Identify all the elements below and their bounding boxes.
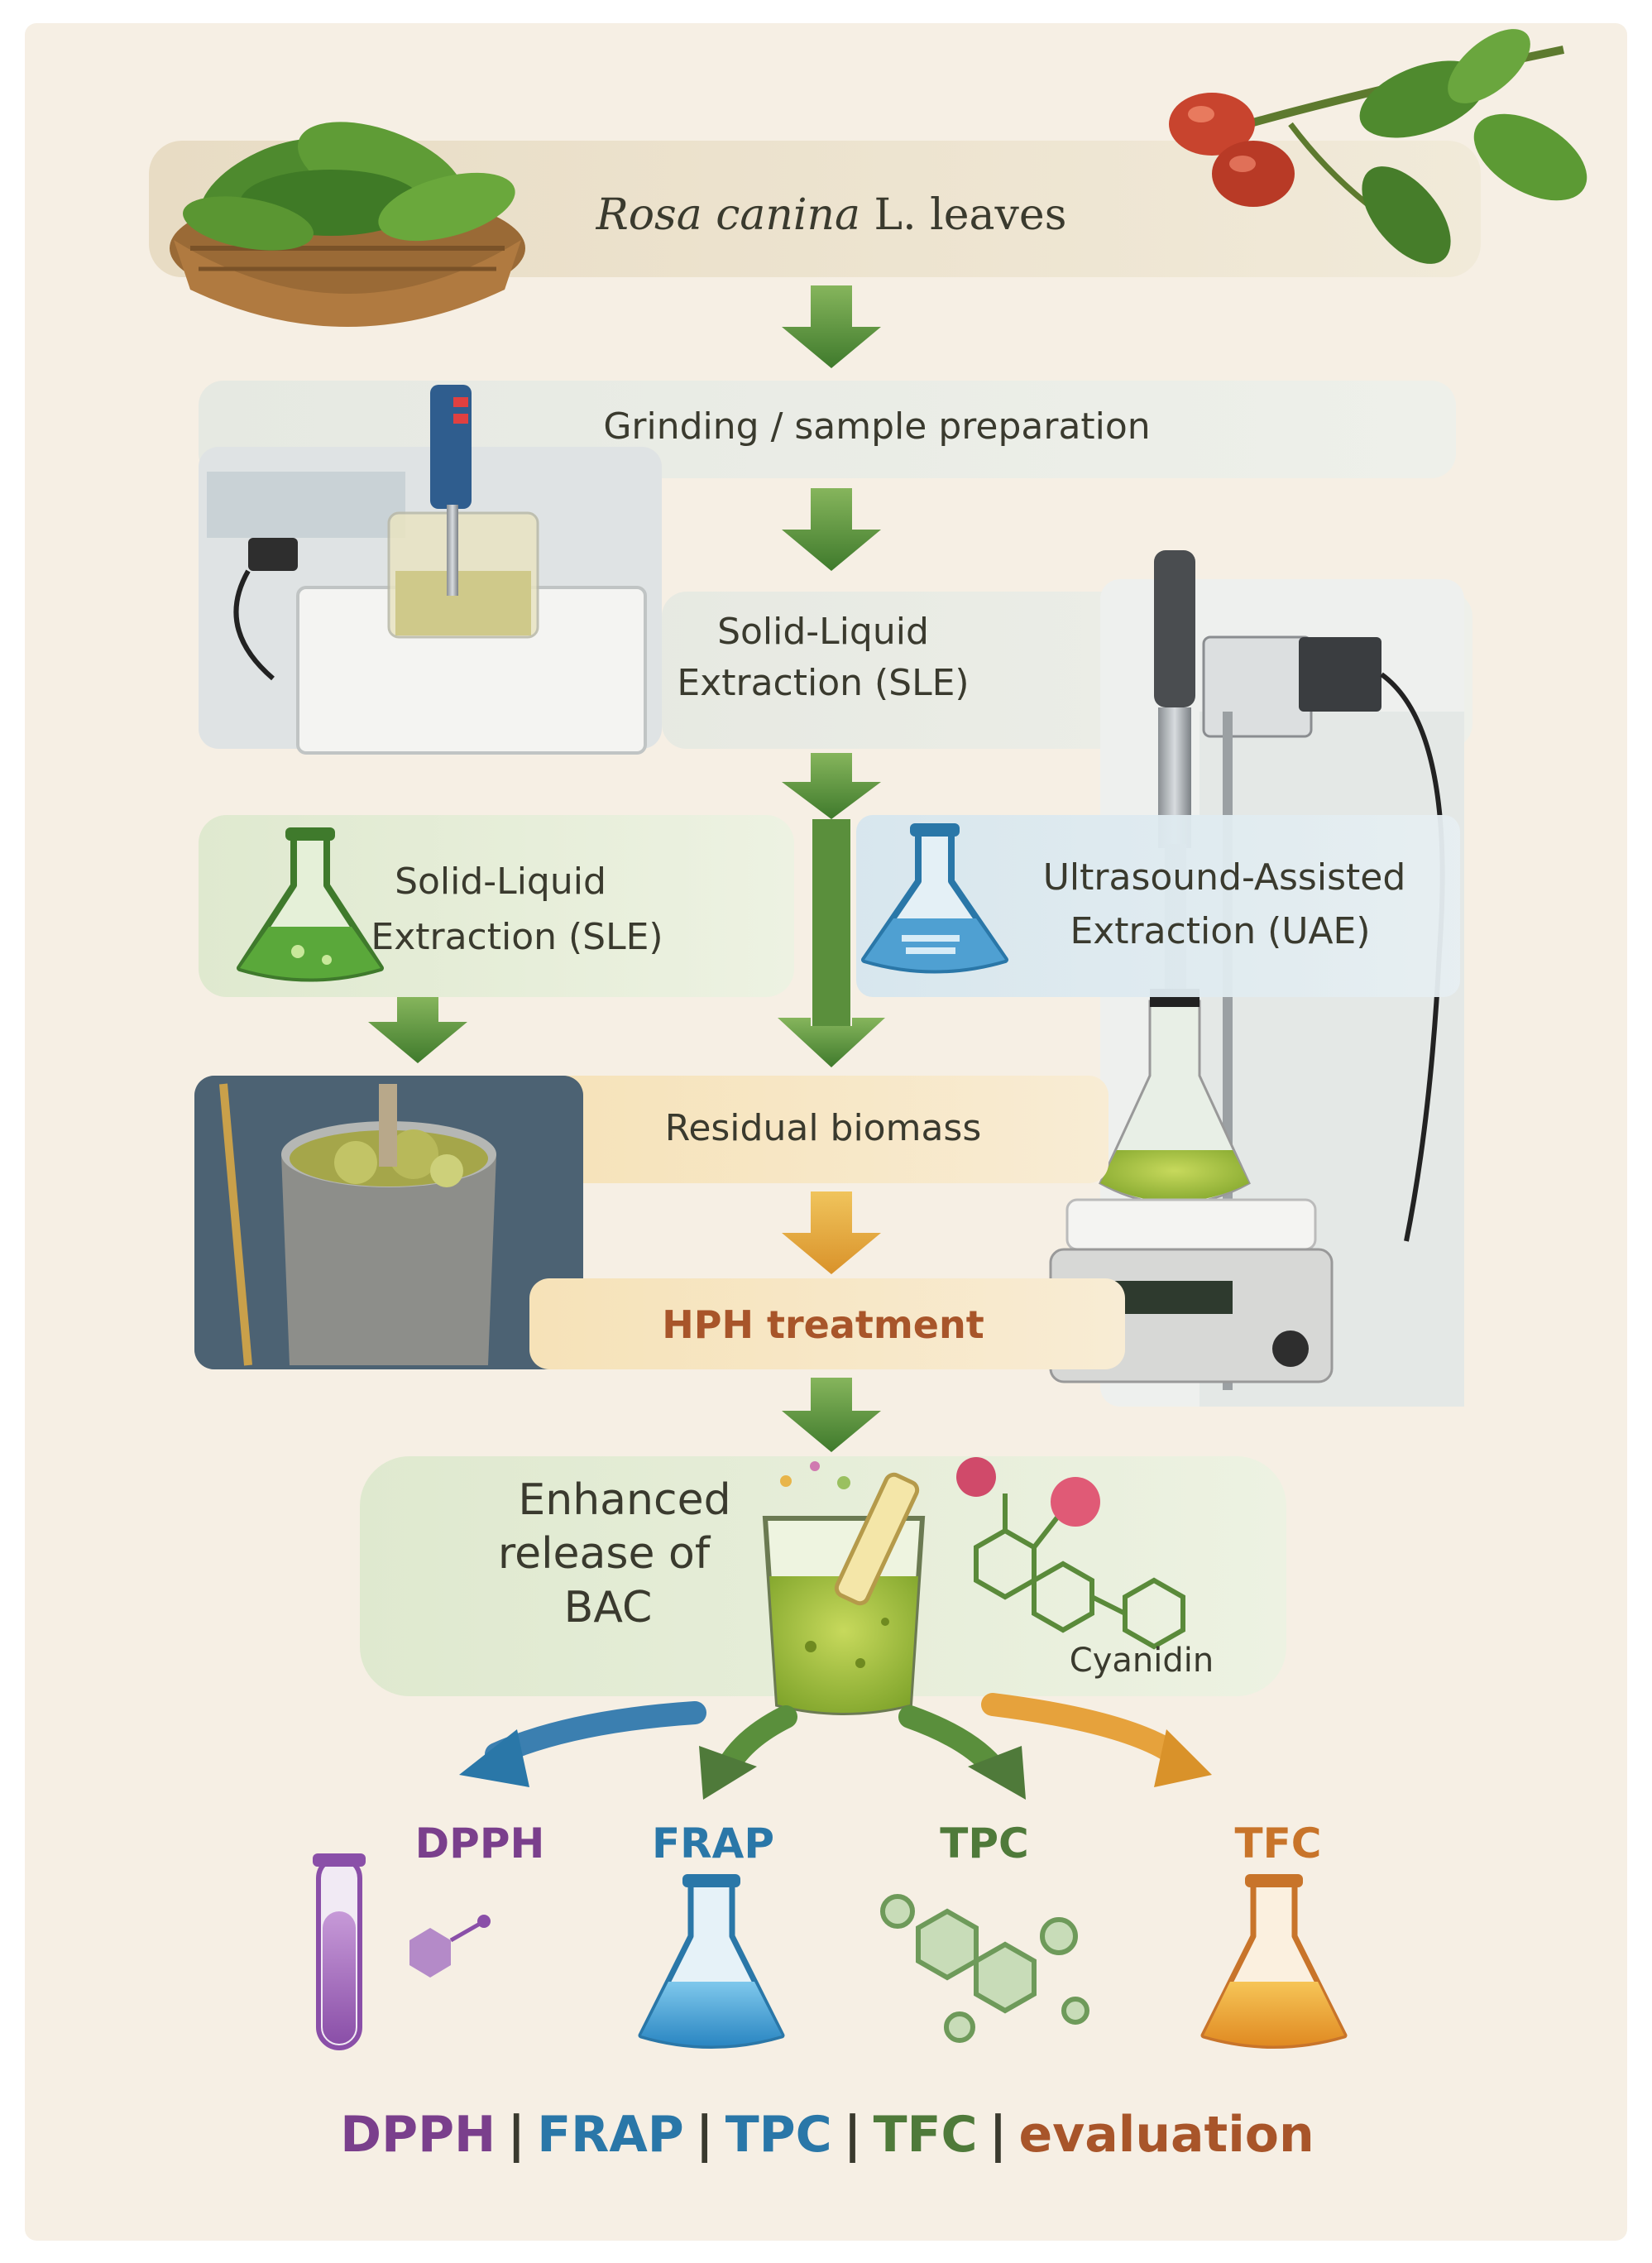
assay-label: TFC: [1235, 1820, 1322, 1867]
leaf-basket-icon: [170, 122, 525, 327]
hph-step: HPH treatment: [529, 1278, 1125, 1369]
leaves-step: Rosa canina L. leaves: [149, 29, 1587, 327]
beaker-icon: [762, 1472, 926, 1715]
arrow-residual-to-hph: [782, 1191, 881, 1274]
arrow-head-tfc: [1154, 1729, 1212, 1787]
enhanced-step: Enhanced release of BAC Cyanidin: [360, 1456, 1286, 1715]
atom-icon: [1051, 1477, 1100, 1527]
phenol-molecule-icon: [880, 1894, 1089, 2043]
flask-frap-icon: [638, 1874, 785, 2049]
homogenizer-photo: [199, 385, 662, 755]
sle-top-line2: Extraction (SLE): [677, 662, 969, 704]
footer-tpc: TPC: [725, 2106, 832, 2164]
ultrasound-photo: [1049, 550, 1464, 1407]
evaluation-footer: DPPH|FRAP|TPC|TFC|evaluation: [340, 2106, 1314, 2164]
footer-separator: |: [989, 2106, 1008, 2164]
sle-left-step: Solid-Liquid Extraction (SLE): [199, 815, 794, 997]
footer-dpph: DPPH: [340, 2106, 496, 2164]
center-shaft: [812, 819, 850, 1026]
footer-evaluation: evaluation: [1018, 2106, 1314, 2164]
uae-line1: Ultrasound-Assisted: [1043, 856, 1406, 899]
uae-line2: Extraction (UAE): [1070, 910, 1370, 952]
cyanidin-label: Cyanidin: [1070, 1642, 1214, 1680]
footer-separator: |: [696, 2106, 714, 2164]
flask-blue-icon: [861, 823, 1008, 974]
biomass-photo: [194, 1076, 583, 1369]
arrow-head-frap: [699, 1746, 757, 1800]
arrow-hph-to-enhanced: [782, 1378, 881, 1452]
particle-icon: [810, 1461, 820, 1471]
species-name: Rosa canina: [596, 190, 860, 240]
footer-frap: FRAP: [537, 2106, 684, 2164]
arrow-leaves-to-grinding: [782, 285, 881, 368]
enhanced-line2: release of: [498, 1529, 711, 1579]
sle-left-line1: Solid-Liquid: [395, 861, 606, 903]
arrow-sle-left-to-residual: [368, 997, 467, 1063]
test-tube-icon: [313, 1853, 491, 2050]
leaves-suffix: L. leaves: [860, 190, 1066, 240]
arrow-to-tfc: [981, 1693, 1186, 1766]
enhanced-line1: Enhanced: [518, 1475, 730, 1525]
footer-separator: |: [844, 2106, 862, 2164]
residual-step: Residual biomass: [529, 1076, 1109, 1183]
enhanced-line3: BAC: [564, 1583, 653, 1633]
assay-tfc: TFC: [1200, 1820, 1348, 2049]
sle-left-line2: Extraction (SLE): [371, 916, 663, 958]
arrow-center-to-residual: [778, 1018, 885, 1067]
cyanidin-molecule-icon: [974, 1493, 1185, 1650]
footer-tfc: TFC: [874, 2106, 978, 2164]
residual-label: Residual biomass: [665, 1107, 982, 1149]
hph-label: HPH treatment: [662, 1302, 984, 1347]
grinding-label: Grinding / sample preparation: [603, 405, 1150, 448]
arrow-head-dpph: [459, 1729, 529, 1787]
particle-icon: [837, 1476, 850, 1489]
arrow-head-tpc: [968, 1746, 1026, 1800]
assay-dpph: DPPH: [313, 1820, 545, 2050]
assay-arrows: [459, 1693, 1212, 1800]
atom-icon: [956, 1457, 996, 1497]
assay-frap: FRAP: [638, 1820, 785, 2049]
assay-label: TPC: [940, 1820, 1028, 1867]
flask-tfc-icon: [1200, 1874, 1348, 2049]
arrow-sle-to-branch: [782, 753, 881, 819]
assay-label: DPPH: [415, 1820, 545, 1867]
assay-tpc: TPC: [880, 1820, 1089, 2043]
arrow-grinding-to-sle: [782, 488, 881, 571]
assay-label: FRAP: [652, 1820, 774, 1867]
particle-icon: [780, 1475, 792, 1487]
leaves-label: Rosa canina L. leaves: [596, 190, 1067, 240]
flask-green-icon: [237, 827, 384, 982]
uae-step: Ultrasound-Assisted Extraction (UAE): [856, 815, 1460, 997]
rosehip-branch-icon: [1169, 29, 1587, 264]
sle-top-line1: Solid-Liquid: [717, 611, 929, 653]
footer-separator: |: [507, 2106, 525, 2164]
